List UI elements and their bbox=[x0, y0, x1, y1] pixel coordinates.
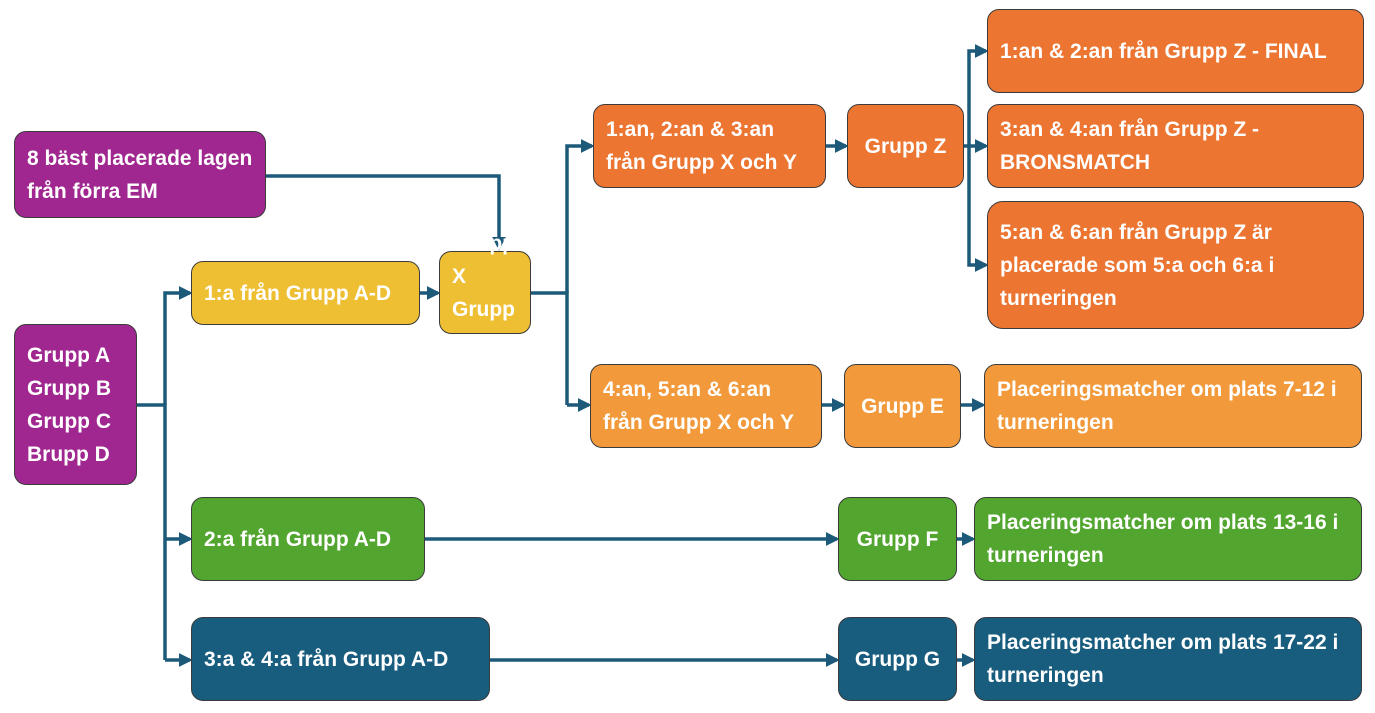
node-group-f-label: Grupp F bbox=[856, 527, 939, 551]
node-top3-x-y-label: 1:an, 2:an & 3:an från Grupp X och Y bbox=[606, 118, 797, 174]
group-d-label: Brupp D bbox=[27, 442, 110, 466]
node-final: 1:an & 2:an från Grupp Z - FINAL bbox=[987, 9, 1364, 93]
node-mid3-x-y: 4:an, 5:an & 6:an från Grupp X och Y bbox=[590, 364, 822, 448]
node-group-g-label: Grupp G bbox=[854, 647, 941, 671]
node-mid3-x-y-label: 4:an, 5:an & 6:an från Grupp X och Y bbox=[603, 378, 794, 434]
connector-groupsad-trunk bbox=[137, 403, 167, 660]
connector-groupz-to-final bbox=[967, 44, 989, 146]
connector-groupxy-trunk bbox=[531, 291, 569, 405]
connector-best8-to-groupxy bbox=[266, 174, 506, 251]
node-place-7-12: Placeringsmatcher om plats 7-12 i turner… bbox=[984, 364, 1362, 448]
connector-groupsad-to-first bbox=[163, 286, 193, 405]
node-first-from-a-d: 1:a från Grupp A-D bbox=[191, 261, 420, 325]
node-place-7-12-label: Placeringsmatcher om plats 7-12 i turner… bbox=[997, 378, 1337, 434]
group-x-label: Grupp X bbox=[452, 231, 515, 288]
node-third-fourth-from-a-d: 3:a & 4:a från Grupp A-D bbox=[191, 617, 490, 701]
node-group-x-y: Grupp X Grupp Y bbox=[439, 232, 531, 354]
node-group-z-label: Grupp Z bbox=[864, 134, 947, 158]
node-fifth-sixth-label: 5:an & 6:an från Grupp Z är placerade so… bbox=[1000, 220, 1275, 310]
node-second-from-a-d: 2:a från Grupp A-D bbox=[191, 497, 425, 581]
node-final-label: 1:an & 2:an från Grupp Z - FINAL bbox=[1000, 39, 1327, 63]
node-groups-a-d: Grupp A Grupp B Grupp C Brupp D bbox=[14, 324, 137, 485]
node-bronze-match-label: 3:an & 4:an från Grupp Z - BRONSMATCH bbox=[1000, 118, 1260, 174]
node-second-from-a-d-label: 2:a från Grupp A-D bbox=[204, 527, 392, 551]
node-group-z: Grupp Z bbox=[847, 104, 964, 188]
group-a-label: Grupp A bbox=[27, 343, 111, 367]
node-group-e-label: Grupp E bbox=[861, 394, 944, 418]
group-b-label: Grupp B bbox=[27, 376, 111, 400]
node-fifth-sixth: 5:an & 6:an från Grupp Z är placerade so… bbox=[987, 201, 1364, 329]
node-group-f: Grupp F bbox=[838, 497, 957, 581]
group-c-label: Grupp C bbox=[27, 409, 111, 433]
node-groups-a-d-list: Grupp A Grupp B Grupp C Brupp D bbox=[27, 339, 111, 471]
node-group-g: Grupp G bbox=[838, 617, 957, 701]
group-y-label: Grupp Y bbox=[452, 297, 515, 354]
node-place-13-16-label: Placeringsmatcher om plats 13-16 i turne… bbox=[987, 511, 1339, 567]
node-bronze-match: 3:an & 4:an från Grupp Z - BRONSMATCH bbox=[987, 104, 1364, 188]
connector-groupxy-to-top3 bbox=[565, 139, 595, 293]
node-place-17-22-label: Placeringsmatcher om plats 17-22 i turne… bbox=[987, 631, 1339, 687]
node-group-x-y-list: Grupp X Grupp Y bbox=[452, 227, 518, 359]
node-best8-label: 8 bäst placerade lagen från förra EM bbox=[27, 146, 253, 203]
node-place-13-16: Placeringsmatcher om plats 13-16 i turne… bbox=[974, 497, 1362, 581]
node-third-fourth-from-a-d-label: 3:a & 4:a från Grupp A-D bbox=[204, 647, 449, 671]
node-best8-previous-em: 8 bäst placerade lagen från förra EM bbox=[14, 131, 266, 218]
node-first-from-a-d-label: 1:a från Grupp A-D bbox=[204, 281, 392, 305]
node-group-e: Grupp E bbox=[844, 364, 961, 448]
connector-groupz-to-fifth bbox=[967, 146, 989, 272]
node-place-17-22: Placeringsmatcher om plats 17-22 i turne… bbox=[974, 617, 1362, 701]
node-top3-x-y: 1:an, 2:an & 3:an från Grupp X och Y bbox=[593, 104, 826, 188]
